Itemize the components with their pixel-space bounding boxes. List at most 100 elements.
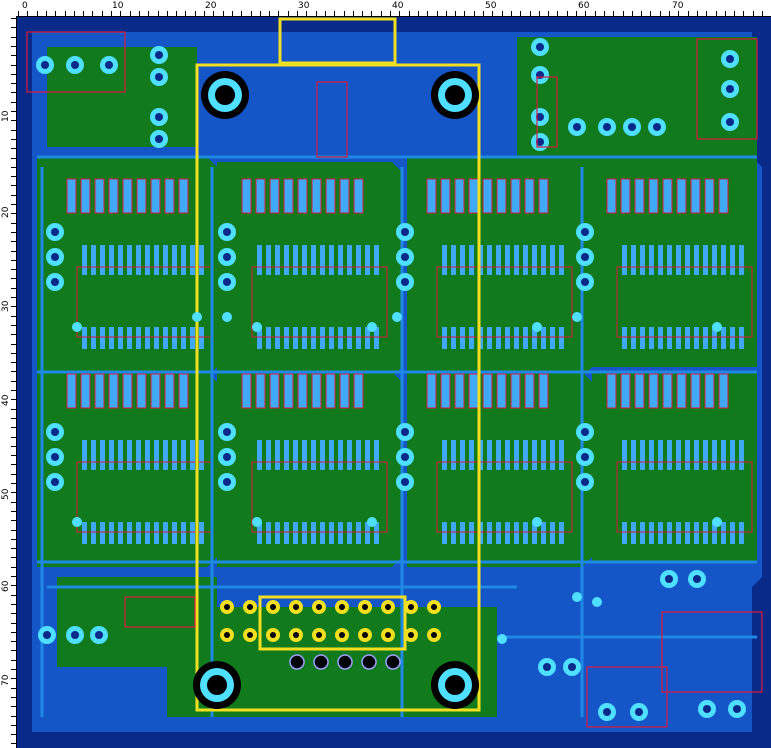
ruler-tick [11, 696, 16, 698]
ruler-tick [213, 11, 215, 16]
smd-pad [297, 178, 308, 214]
ruler-tick [659, 11, 661, 16]
pad-hole [104, 60, 114, 70]
ruler-tick [11, 269, 16, 271]
ruler-tick [11, 464, 16, 466]
ic-pin [514, 327, 519, 349]
pad-hole [535, 137, 545, 147]
ic-pin [118, 327, 123, 349]
ic-pin [685, 522, 690, 544]
ic-pin [284, 245, 289, 275]
ic-pin [91, 522, 96, 544]
ruler-tick [11, 297, 16, 298]
ic-pin [127, 522, 132, 544]
ruler-tick [11, 585, 16, 587]
via [367, 322, 377, 332]
ic-pin [329, 327, 334, 349]
pad-hole [222, 477, 232, 487]
pad-hole [732, 704, 742, 714]
ruler-tick [11, 650, 16, 652]
pad-hole [316, 632, 322, 638]
ruler-tick [585, 11, 587, 16]
ic-pin [496, 522, 501, 544]
ic-pin [347, 522, 352, 544]
ic-pin [284, 327, 289, 349]
ic-pin [329, 440, 334, 470]
ruler-tick [11, 594, 16, 596]
ruler-y-label: 10 [1, 110, 11, 122]
ruler-tick [157, 11, 159, 16]
ruler-tick [11, 343, 16, 345]
pad-hole [572, 122, 582, 132]
ruler-tick [259, 11, 261, 16]
ruler-tick [427, 11, 429, 16]
ic-pin [721, 440, 726, 470]
smd-pad [496, 178, 507, 214]
ruler-tick [576, 11, 577, 16]
ic-pin [649, 327, 654, 349]
ic-pin [284, 440, 289, 470]
ic-pin [703, 440, 708, 470]
smd-pad [690, 373, 701, 409]
pad-hole [725, 117, 735, 127]
ic-pin [721, 245, 726, 275]
ruler-tick [11, 548, 16, 550]
ic-pin [163, 522, 168, 544]
ic-pin [640, 327, 645, 349]
ruler-tick [101, 11, 103, 16]
ruler-tick [594, 11, 596, 16]
pad-hole [400, 452, 410, 462]
ruler-tick [92, 11, 94, 16]
ruler-tick [11, 250, 16, 252]
ruler-tick [11, 129, 16, 131]
ruler-y-label: 60 [1, 580, 11, 592]
ruler-tick [11, 259, 16, 261]
pad-hole [542, 662, 552, 672]
ic-pin [460, 522, 465, 544]
ic-pin [541, 327, 546, 349]
ruler-tick [492, 11, 494, 16]
pad-hole [652, 122, 662, 132]
ruler-tick [278, 11, 280, 16]
ruler-tick [148, 11, 150, 16]
ic-pin [154, 245, 159, 275]
ic-pin [127, 327, 132, 349]
smd-pad [440, 178, 451, 214]
ic-pin [523, 522, 528, 544]
ic-pin [181, 440, 186, 470]
ic-pin [559, 245, 564, 275]
pad-hole [222, 452, 232, 462]
ruler-tick [11, 352, 16, 354]
ic-pin [730, 245, 735, 275]
ic-pin [100, 440, 105, 470]
pad-hole [634, 707, 644, 717]
smd-pad [311, 178, 322, 214]
ic-pin [82, 522, 87, 544]
pcb-layout[interactable] [17, 17, 771, 748]
ruler-tick [11, 45, 16, 47]
ruler-tick [11, 213, 16, 215]
ic-pin [523, 327, 528, 349]
ic-pin [365, 245, 370, 275]
ic-pin [460, 327, 465, 349]
ic-pin [505, 440, 510, 470]
ic-pin [523, 245, 528, 275]
ruler-tick [11, 631, 16, 633]
ic-pin [514, 245, 519, 275]
ic-pin [703, 245, 708, 275]
ic-pin [356, 245, 361, 275]
ic-pin [320, 245, 325, 275]
pad-hole [385, 604, 391, 610]
ic-pin [622, 327, 627, 349]
ic-pin [712, 327, 717, 349]
via-pad [337, 654, 353, 670]
smd-pad [620, 178, 631, 214]
ic-pin [302, 327, 307, 349]
ruler-tick [11, 222, 16, 224]
smd-pad [80, 178, 91, 214]
pad-hole [400, 227, 410, 237]
ruler-tick [436, 11, 438, 16]
smd-pad [164, 178, 175, 214]
ic-pin [739, 440, 744, 470]
pcb-canvas[interactable] [17, 17, 771, 748]
